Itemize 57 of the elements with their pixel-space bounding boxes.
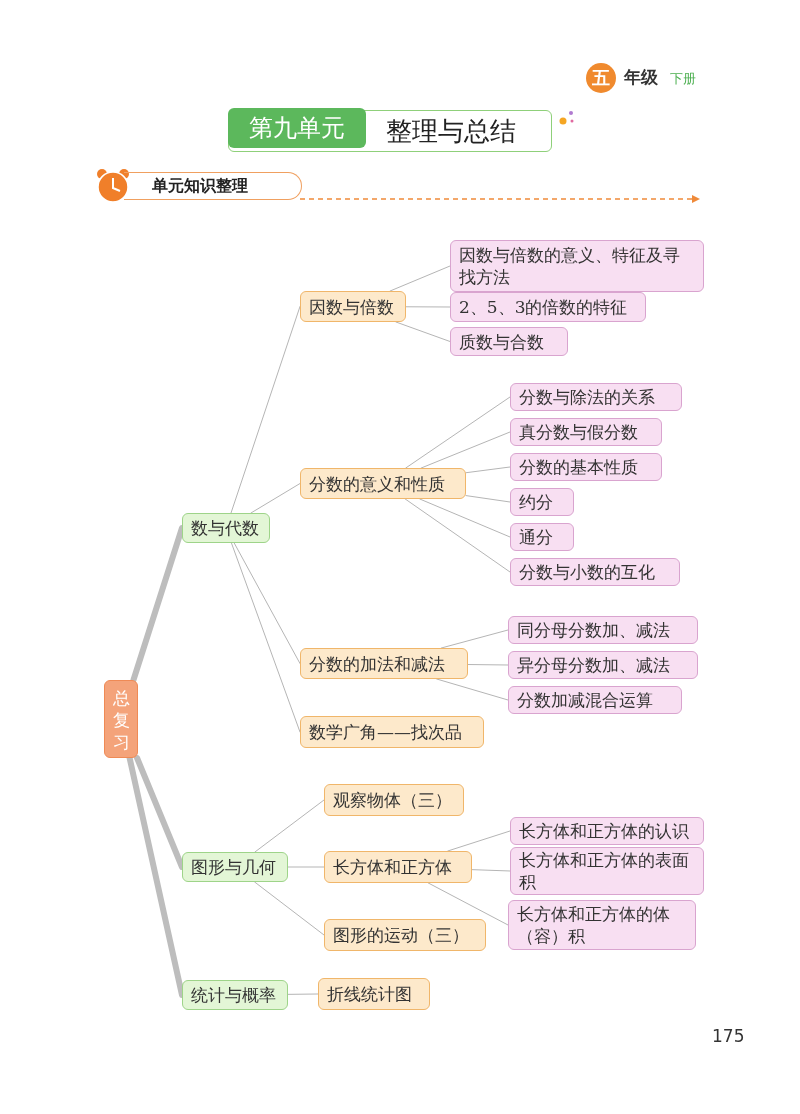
connector-line: [447, 830, 511, 852]
topic-box: 长方体和正方体: [324, 851, 472, 883]
subtopic-box: 分数加减混合运算: [508, 686, 682, 714]
connector-line: [395, 321, 451, 342]
connector-line: [130, 525, 185, 683]
grade-label: 年级: [624, 66, 658, 89]
subtopic-box: 分数的基本性质: [510, 453, 662, 481]
connector-line: [440, 629, 509, 649]
connector-line: [254, 881, 325, 936]
connector-line: [420, 431, 511, 469]
subtopic-box: 分数与小数的互化: [510, 558, 680, 586]
category-box: 图形与几何: [182, 852, 288, 882]
connector-line: [233, 542, 301, 664]
title: 整理与总结: [386, 115, 516, 148]
subtopic-box: 质数与合数: [450, 327, 568, 356]
connector-line: [405, 396, 511, 469]
connector-line: [405, 306, 451, 308]
connector-line: [287, 993, 319, 995]
unit-tab: 第九单元: [228, 108, 366, 148]
page-number: 175: [712, 1026, 745, 1046]
connector-line: [436, 678, 509, 701]
grade-badge: 五: [586, 63, 616, 93]
topic-box: 分数的加法和减法: [300, 648, 468, 679]
connector-line: [254, 799, 325, 853]
connector-line: [230, 542, 301, 733]
subtopic-box: 通分: [510, 523, 574, 551]
category-box: 数与代数: [182, 513, 270, 543]
connector-line: [287, 866, 325, 868]
subtopic-box: 异分母分数加、减法: [508, 651, 698, 679]
subtopic-box: 同分母分数加、减法: [508, 616, 698, 644]
connector-line: [427, 882, 509, 926]
subtopic-box: 长方体和正方体的认识: [510, 817, 704, 845]
connector-line: [404, 498, 511, 573]
connector-line: [471, 869, 511, 872]
topic-box: 数学广角——找次品: [300, 716, 484, 748]
topic-box: 因数与倍数: [300, 291, 406, 322]
topic-box: 图形的运动（三）: [324, 919, 486, 951]
connector-line: [389, 265, 451, 292]
volume-label: 下册: [670, 70, 696, 88]
subtopic-box: 真分数与假分数: [510, 418, 662, 446]
subtopic-box: 长方体和正方体的体（容）积: [508, 900, 696, 950]
subtopic-box: 2、5、3的倍数的特征: [450, 292, 646, 322]
connector-line: [250, 483, 301, 514]
connector-line: [465, 466, 511, 474]
subtopic-box: 因数与倍数的意义、特征及寻找方法: [450, 240, 704, 292]
topic-box: 观察物体（三）: [324, 784, 464, 816]
connector-line: [230, 306, 301, 514]
subtopic-box: 长方体和正方体的表面积: [510, 847, 704, 895]
root-box: 总复习: [104, 680, 138, 758]
connector-line: [419, 498, 511, 538]
subtopic-box: 约分: [510, 488, 574, 516]
connector-line: [465, 495, 511, 503]
topic-box: 折线统计图: [318, 978, 430, 1010]
topic-box: 分数的意义和性质: [300, 468, 466, 499]
connector-line: [467, 664, 509, 666]
subtopic-box: 分数与除法的关系: [510, 383, 682, 411]
category-box: 统计与概率: [182, 980, 288, 1010]
